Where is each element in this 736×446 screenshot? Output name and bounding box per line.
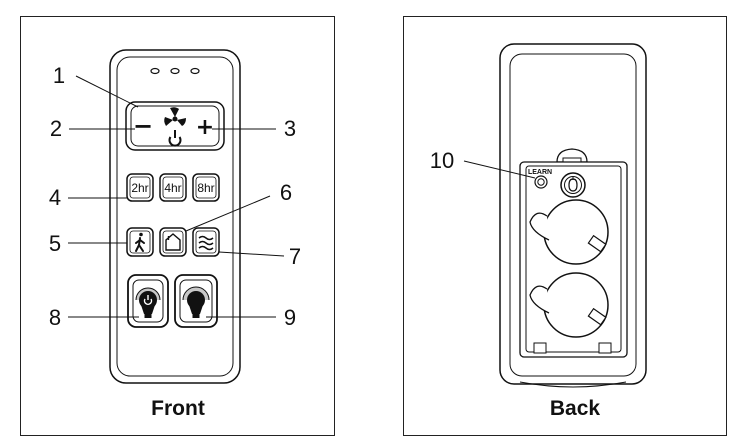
callout-3: 3 [284,116,296,141]
battery-lock-icon[interactable] [560,172,586,198]
callout-4: 4 [49,185,61,210]
timer-2hr-button[interactable] [126,173,154,202]
timer-8hr-label: 8hr [197,181,214,195]
timer-4hr-label: 4hr [164,181,181,195]
breeze-waves-icon [198,235,214,251]
learn-button[interactable] [534,175,548,189]
callout-5: 5 [49,231,61,256]
learn-label: LEARN [528,169,552,176]
callout-9: 9 [284,305,296,330]
timer-4hr-button[interactable] [159,173,187,202]
walk-mode-button[interactable] [126,227,154,257]
fan-speed-up-button[interactable]: + [196,115,214,140]
indicator-led-1 [150,67,160,75]
timer-2hr-label: 2hr [131,181,148,195]
bulb-dimmer-icon [182,286,210,318]
house-icon [165,233,181,251]
coin-battery-icon [529,199,609,265]
indicator-led-2 [170,67,180,75]
home-mode-button[interactable] [159,227,187,257]
callout-10: 10 [430,148,454,173]
back-caption: Back [549,397,601,420]
front-caption: Front [151,397,205,420]
fan-speed-down-button[interactable]: − [133,112,153,140]
bulb-power-icon [135,287,161,318]
front-callouts [68,75,285,318]
callout-7: 7 [289,244,301,269]
timer-8hr-button[interactable] [192,173,220,202]
indicator-led-3 [190,67,200,75]
callout-6: 6 [280,180,292,205]
callout-8: 8 [49,305,61,330]
walking-person-icon [135,232,145,252]
callout-2: 2 [50,116,62,141]
coin-battery-icon-2 [529,272,609,338]
breeze-mode-button[interactable] [192,227,220,257]
callout-1: 1 [53,63,65,88]
callout-10-leader [463,160,536,179]
fan-power-icon[interactable] [164,107,186,147]
